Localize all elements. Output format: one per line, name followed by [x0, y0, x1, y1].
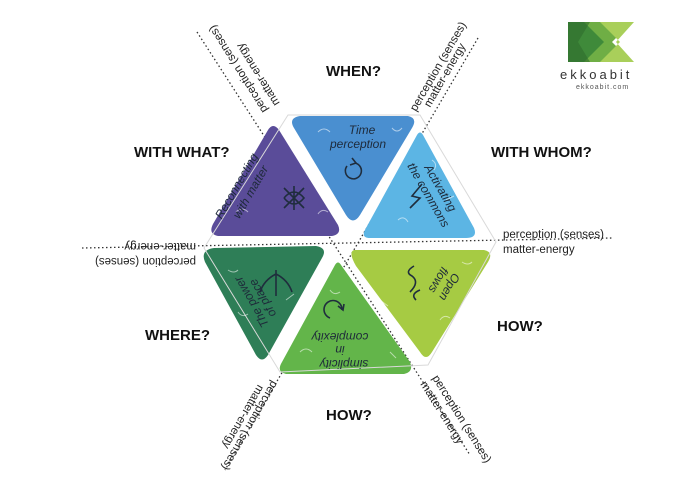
axis-label-perception-bottom-left: perception (senses): [219, 379, 280, 473]
circular-arrow-icon: [323, 299, 343, 319]
ekkoabit-logo: ekkoabit ekkoabit.com: [560, 22, 634, 91]
segment-label-simplicity: simplicity: [319, 357, 369, 371]
segment-open-flows: [351, 250, 491, 357]
question-how-bottom: HOW?: [326, 407, 372, 424]
segment-reconnecting-matter: [211, 126, 340, 236]
atom-matter-icon: [283, 186, 306, 210]
segment-label-time: Time: [349, 123, 376, 137]
logo-name: ekkoabit: [560, 67, 632, 82]
axis-label-matter-left: matter-energy: [124, 240, 196, 252]
question-where: WHERE?: [145, 327, 210, 344]
segment-time-perception: [292, 116, 415, 221]
axis-line-right-diagonal: [224, 37, 479, 471]
cycle-arrow-icon: [344, 162, 363, 180]
circular-arrow-head-icon: [337, 303, 345, 312]
logo-url: ekkoabit.com: [576, 84, 629, 91]
segment-activating-commons: [363, 132, 475, 238]
axis-label-perception-right: perception (senses): [503, 229, 604, 241]
zigzag-flow-icon: [409, 183, 423, 209]
question-when: WHEN?: [326, 63, 381, 80]
axis-label-perception-top-right: perception (senses): [408, 20, 469, 114]
spiral-flow-icon: [407, 265, 421, 301]
question-with-whom: WITH WHOM?: [491, 144, 592, 161]
axis-label-perception-left: perception (senses): [95, 255, 196, 267]
anchor-place-icon: [259, 270, 293, 296]
segment-power-of-place: [203, 246, 324, 360]
question-how-right: HOW?: [497, 318, 543, 335]
segment-label-simplicity-3: complexity: [311, 330, 369, 344]
segment-label-time-2: perception: [329, 137, 386, 151]
segment-simplicity-complexity: [279, 262, 412, 374]
segment-label-simplicity-2: in: [335, 343, 345, 357]
cycle-arrow-head-icon: [349, 157, 358, 166]
axis-label-matter-right: matter-energy: [503, 244, 575, 256]
axis-line-horizontal: [81, 237, 613, 249]
question-with-what: WITH WHAT?: [134, 144, 230, 161]
